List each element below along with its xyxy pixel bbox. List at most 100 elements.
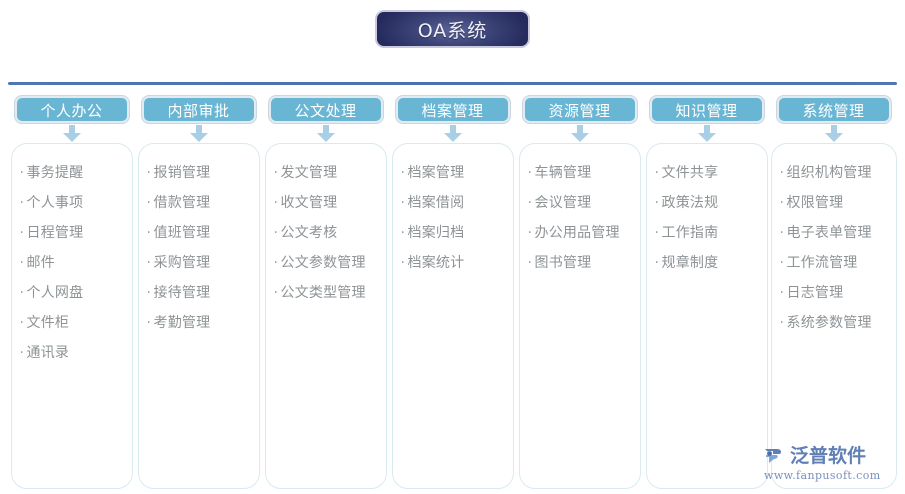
list-item[interactable]: ·事务提醒 [20, 158, 132, 188]
list-item[interactable]: ·系统参数管理 [780, 308, 896, 338]
list-item-label: 档案借阅 [407, 195, 465, 211]
arrow-stem [576, 125, 583, 134]
list-item[interactable]: ·采购管理 [147, 248, 259, 278]
list-item[interactable]: ·公文参数管理 [274, 248, 386, 278]
list-item-label: 日志管理 [786, 285, 844, 301]
list-item[interactable]: ·收文管理 [274, 188, 386, 218]
list-item[interactable]: ·档案归档 [401, 218, 513, 248]
list-item[interactable]: ·公文类型管理 [274, 278, 386, 308]
column-header-3[interactable]: 公文处理 [268, 96, 383, 123]
list-item-label: 事务提醒 [26, 165, 84, 181]
list-item[interactable]: ·电子表单管理 [780, 218, 896, 248]
bullet-icon: · [19, 195, 25, 211]
list-item[interactable]: ·日程管理 [20, 218, 132, 248]
list-item-label: 工作指南 [661, 225, 719, 241]
list-item-label: 个人事项 [26, 195, 84, 211]
bullet-icon: · [146, 285, 152, 301]
column-header-6[interactable]: 知识管理 [649, 96, 764, 123]
arrow-stem [195, 125, 202, 134]
list-item-label: 规章制度 [661, 255, 719, 271]
list-item[interactable]: ·日志管理 [780, 278, 896, 308]
list-item[interactable]: ·工作流管理 [780, 248, 896, 278]
bullet-icon: · [400, 255, 406, 271]
list-item[interactable]: ·值班管理 [147, 218, 259, 248]
list-item[interactable]: ·考勤管理 [147, 308, 259, 338]
list-item-label: 日程管理 [26, 225, 84, 241]
arrow-down-icon [316, 125, 335, 142]
bullet-icon: · [400, 165, 406, 181]
arrow-down-icon [189, 125, 208, 142]
bullet-icon: · [146, 195, 152, 211]
bullet-icon: · [779, 225, 785, 241]
list-item-label: 工作流管理 [786, 255, 858, 271]
list-item[interactable]: ·政策法规 [655, 188, 767, 218]
arrow-head [570, 133, 589, 142]
list-item[interactable]: ·发文管理 [274, 158, 386, 188]
list-item-label: 会议管理 [534, 195, 592, 211]
list-item-label: 邮件 [26, 255, 55, 271]
bullet-icon: · [19, 165, 25, 181]
list-item-label: 公文类型管理 [280, 285, 366, 301]
page-title: OA系统 [375, 10, 530, 48]
list-item[interactable]: ·档案统计 [401, 248, 513, 278]
arrow-down-icon [570, 125, 589, 142]
column-items-box: ·事务提醒·个人事项·日程管理·邮件·个人网盘·文件柜·通讯录 [10, 143, 133, 489]
arrow-head [697, 133, 716, 142]
arrow-head [443, 133, 462, 142]
arrow-head [824, 133, 843, 142]
bullet-icon: · [527, 225, 533, 241]
arrow-head [62, 133, 81, 142]
list-item[interactable]: ·办公用品管理 [528, 218, 640, 248]
list-item[interactable]: ·邮件 [20, 248, 132, 278]
list-item-label: 图书管理 [534, 255, 592, 271]
module-column: 资源管理·车辆管理·会议管理·办公用品管理·图书管理 [516, 96, 643, 489]
list-item-label: 文件共享 [661, 165, 719, 181]
list-item-label: 档案归档 [407, 225, 465, 241]
column-items-box: ·组织机构管理·权限管理·电子表单管理·工作流管理·日志管理·系统参数管理 [770, 143, 897, 489]
list-item[interactable]: ·车辆管理 [528, 158, 640, 188]
column-header-1[interactable]: 个人办公 [14, 96, 129, 123]
column-header-7[interactable]: 系统管理 [776, 96, 891, 123]
list-item-label: 车辆管理 [534, 165, 592, 181]
list-item[interactable]: ·接待管理 [147, 278, 259, 308]
list-item-label: 借款管理 [153, 195, 211, 211]
column-items-box: ·档案管理·档案借阅·档案归档·档案统计 [391, 143, 514, 489]
column-items-box: ·报销管理·借款管理·值班管理·采购管理·接待管理·考勤管理 [137, 143, 260, 489]
module-column: 系统管理·组织机构管理·权限管理·电子表单管理·工作流管理·日志管理·系统参数管… [770, 96, 897, 489]
arrow-down-icon [443, 125, 462, 142]
arrow-down-icon [824, 125, 843, 142]
list-item[interactable]: ·通讯录 [20, 338, 132, 368]
column-items-box: ·文件共享·政策法规·工作指南·规章制度 [645, 143, 768, 489]
bullet-icon: · [654, 165, 660, 181]
list-item[interactable]: ·权限管理 [780, 188, 896, 218]
column-header-5[interactable]: 资源管理 [522, 96, 637, 123]
list-item[interactable]: ·个人网盘 [20, 278, 132, 308]
list-item[interactable]: ·会议管理 [528, 188, 640, 218]
bullet-icon: · [779, 315, 785, 331]
list-item[interactable]: ·档案借阅 [401, 188, 513, 218]
arrow-down-icon [62, 125, 81, 142]
list-item[interactable]: ·报销管理 [147, 158, 259, 188]
bullet-icon: · [146, 315, 152, 331]
list-item[interactable]: ·档案管理 [401, 158, 513, 188]
bullet-icon: · [527, 195, 533, 211]
bullet-icon: · [19, 345, 25, 361]
column-header-4[interactable]: 档案管理 [395, 96, 510, 123]
list-item[interactable]: ·文件柜 [20, 308, 132, 338]
list-item[interactable]: ·规章制度 [655, 248, 767, 278]
column-header-2[interactable]: 内部审批 [141, 96, 256, 123]
bullet-icon: · [19, 255, 25, 271]
bullet-icon: · [779, 285, 785, 301]
list-item[interactable]: ·借款管理 [147, 188, 259, 218]
list-item-label: 电子表单管理 [786, 225, 872, 241]
arrow-stem [703, 125, 710, 134]
list-item[interactable]: ·图书管理 [528, 248, 640, 278]
bullet-icon: · [146, 165, 152, 181]
list-item[interactable]: ·组织机构管理 [780, 158, 896, 188]
list-item[interactable]: ·个人事项 [20, 188, 132, 218]
list-item[interactable]: ·公文考核 [274, 218, 386, 248]
list-item[interactable]: ·文件共享 [655, 158, 767, 188]
bullet-icon: · [654, 255, 660, 271]
module-column: 内部审批·报销管理·借款管理·值班管理·采购管理·接待管理·考勤管理 [135, 96, 262, 489]
list-item[interactable]: ·工作指南 [655, 218, 767, 248]
